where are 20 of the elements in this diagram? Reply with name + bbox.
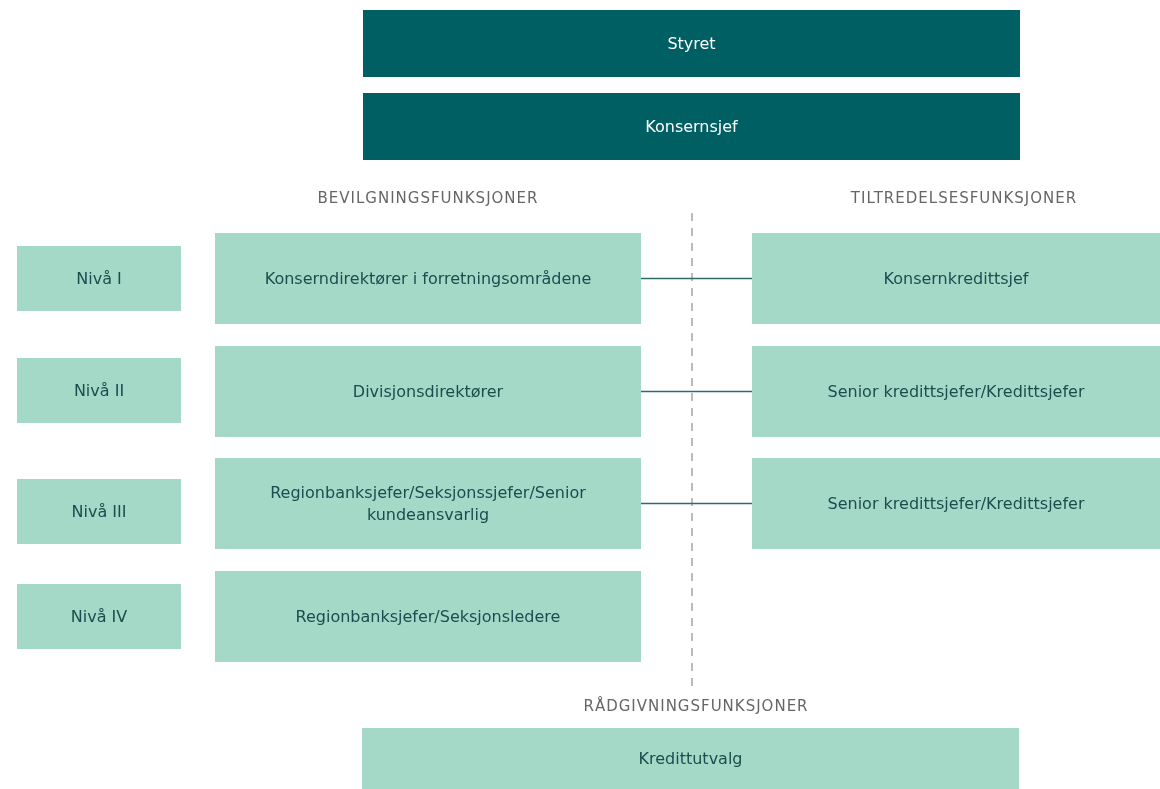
role-box: Divisjonsdirektører xyxy=(215,346,641,437)
connector-line xyxy=(640,390,753,393)
role-box: Konsernkredittsjef xyxy=(752,233,1160,324)
header-box: Konsernsjef xyxy=(363,93,1020,160)
role-box: Kredittutvalg xyxy=(362,728,1019,789)
role-box: Regionbanksjefer/Seksjonsledere xyxy=(215,571,641,662)
role-box: Senior kredittsjefer/Kredittsjefer xyxy=(752,346,1160,437)
role-box: Senior kredittsjefer/Kredittsjefer xyxy=(752,458,1160,549)
role-box: Nivå I xyxy=(17,246,181,311)
role-box: Konserndirektører i forretningsområdene xyxy=(215,233,641,324)
header-box: Styret xyxy=(363,10,1020,77)
section-heading: TILTREDELSESFUNKSJONER xyxy=(850,189,1078,207)
section-heading: RÅDGIVNINGSFUNKSJONER xyxy=(583,697,809,715)
role-box: Regionbanksjefer/Seksjonssjefer/Senior kundeansvarlig xyxy=(215,458,641,549)
connector-line xyxy=(640,502,753,505)
role-box: Nivå III xyxy=(17,479,181,544)
role-box: Nivå II xyxy=(17,358,181,423)
role-box: Nivå IV xyxy=(17,584,181,649)
connector-line xyxy=(640,277,753,280)
section-heading: BEVILGNINGSFUNKSJONER xyxy=(317,189,539,207)
